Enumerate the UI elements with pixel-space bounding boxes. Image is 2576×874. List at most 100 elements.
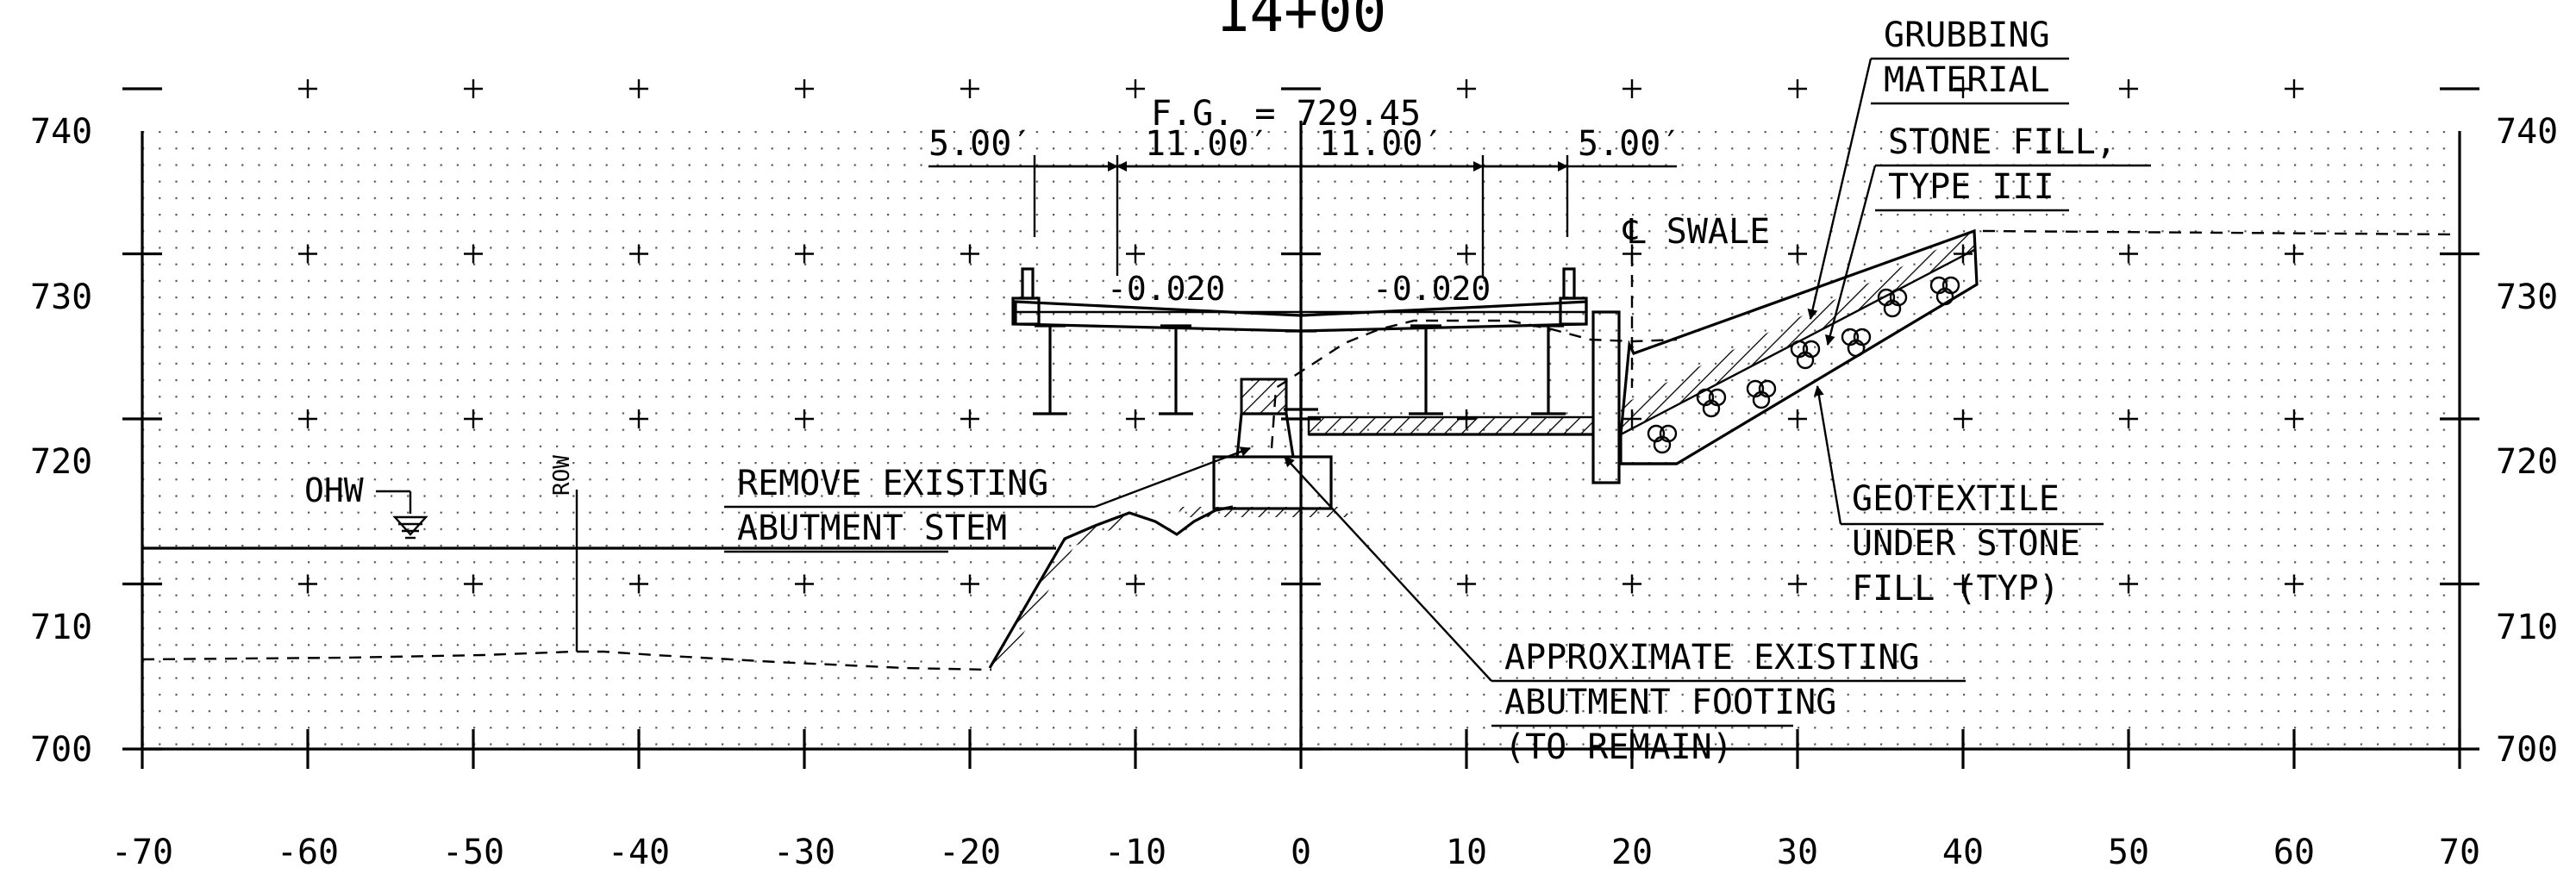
grid-cross <box>2285 79 2304 98</box>
grid-cross <box>1457 79 1476 98</box>
stone-symbol-2 <box>1696 388 1727 418</box>
dim-right-shoulder: 5.00′ <box>1578 124 1681 164</box>
elev-label-740: 740 <box>30 112 92 152</box>
grid-cross <box>960 409 979 428</box>
offset-label-0: 0 <box>1291 833 1311 872</box>
existing-ground-right <box>1982 229 2460 236</box>
grid-cross <box>298 79 317 98</box>
girder-4 <box>1409 324 1443 415</box>
water-level-icon <box>376 490 428 540</box>
stone-symbol-1 <box>1647 424 1678 454</box>
grid-cross <box>795 409 814 428</box>
offset-ticks <box>141 729 2461 769</box>
elevation-ticks <box>122 87 2479 751</box>
geotextile-line-3: FILL (TYP) <box>1852 569 2060 609</box>
existing-ground-left <box>141 650 992 671</box>
ohw-label: OHW <box>304 471 364 509</box>
grid-cross <box>629 79 648 98</box>
girder-2 <box>1159 324 1193 415</box>
girder-5 <box>1531 324 1566 415</box>
bridge-deck <box>1011 267 1588 333</box>
elev-label-720: 720 <box>30 442 92 482</box>
elev-label-right-740: 740 <box>2496 112 2558 152</box>
geotextile-line-2: UNDER STONE <box>1852 524 2080 564</box>
callout-grubbing: GRUBBING MATERIAL <box>1807 16 2069 320</box>
station-title: 14+00 <box>1216 0 1387 45</box>
row-label: ROW <box>549 455 575 496</box>
dim-left-lane: 11.00′ <box>1145 124 1270 164</box>
elev-label-710: 710 <box>30 608 92 647</box>
stone-symbol-4 <box>1790 340 1821 370</box>
slope-right: -0.020 <box>1372 270 1491 308</box>
finished-grade-label: F.G. = 729.45 <box>1151 94 1421 134</box>
offset-label-60: 60 <box>2273 833 2315 872</box>
swale-label: ℄ SWALE <box>1623 212 1770 252</box>
existing-footing <box>1212 455 1333 510</box>
grubbing-line-2: MATERIAL <box>1884 60 2050 100</box>
grid-cross <box>629 574 648 594</box>
elev-label-right-700: 700 <box>2496 730 2558 770</box>
grid-cross <box>795 79 814 98</box>
offset-label-50: 50 <box>2108 833 2149 872</box>
stone-symbol-5 <box>1841 328 1872 358</box>
dimension-labels: 5.00′ 11.00′ 11.00′ 5.00′ <box>928 124 1681 164</box>
offset-label--20: -20 <box>939 833 1001 872</box>
callout-footing: APPROXIMATE EXISTING ABUTMENT FOOTING (T… <box>1284 456 1966 767</box>
offset-label-30: 30 <box>1777 833 1818 872</box>
ground-slope-hatch <box>990 513 1129 671</box>
offset-label--50: -50 <box>442 833 504 872</box>
grid-cross <box>2119 409 2138 428</box>
footing-line-1: APPROXIMATE EXISTING <box>1504 638 1920 677</box>
abutment-wall <box>1591 310 1621 484</box>
grid-cross <box>1788 79 1807 98</box>
grid-cross <box>464 574 483 594</box>
grid-cross <box>960 79 979 98</box>
offset-label--30: -30 <box>773 833 835 872</box>
stone-symbols <box>1647 276 1960 454</box>
grid-cross <box>1954 79 1973 98</box>
footing-line-3: (TO REMAIN) <box>1504 727 1733 767</box>
dimension-line <box>928 155 1677 276</box>
grid-cross <box>1457 574 1476 594</box>
grid-cross <box>1126 244 1145 264</box>
grid-cross <box>1126 409 1145 428</box>
grid-cross <box>960 244 979 264</box>
elevation-labels-right: 740 730 720 710 700 <box>2496 112 2558 770</box>
offset-label--60: -60 <box>277 833 339 872</box>
callout-geotextile: GEOTEXTILE UNDER STONE FILL (TYP) <box>1813 385 2104 609</box>
offset-label-10: 10 <box>1446 833 1487 872</box>
elevation-labels-left: 740 730 720 710 700 <box>30 112 92 770</box>
grubbing-line-1: GRUBBING <box>1884 16 2050 55</box>
stone-fill-line-2: TYPE III <box>1888 167 2054 207</box>
grid-cross <box>298 409 317 428</box>
grid-cross <box>464 79 483 98</box>
offset-label-70: 70 <box>2439 833 2480 872</box>
footing-line-2: ABUTMENT FOOTING <box>1504 683 1836 722</box>
removed-stem <box>1240 378 1288 415</box>
girder-1 <box>1033 324 1067 415</box>
dim-right-lane: 11.00′ <box>1319 124 1444 164</box>
grid-cross <box>2285 574 2304 594</box>
offset-label--70: -70 <box>111 833 173 872</box>
grid-cross <box>960 574 979 594</box>
grid-cross <box>795 574 814 594</box>
grid-cross <box>1126 574 1145 594</box>
offset-label-20: 20 <box>1611 833 1653 872</box>
grid-cross <box>629 409 648 428</box>
stone-symbol-6 <box>1877 288 1908 318</box>
geotextile-line-1: GEOTEXTILE <box>1852 479 2060 519</box>
girder-3 <box>1284 329 1318 411</box>
slope-left: -0.020 <box>1107 270 1225 308</box>
grid-cross <box>795 244 814 264</box>
grid-crosses <box>298 79 2304 594</box>
bridge-girders <box>1033 324 1566 415</box>
grid-cross <box>298 244 317 264</box>
grid-cross <box>1954 574 1973 594</box>
offset-label--10: -10 <box>1104 833 1166 872</box>
dim-left-shoulder: 5.00′ <box>928 124 1032 164</box>
offset-label--40: -40 <box>608 833 670 872</box>
grid-cross <box>2285 409 2304 428</box>
approach-slab <box>1307 415 1595 436</box>
grid-cross <box>1126 79 1145 98</box>
